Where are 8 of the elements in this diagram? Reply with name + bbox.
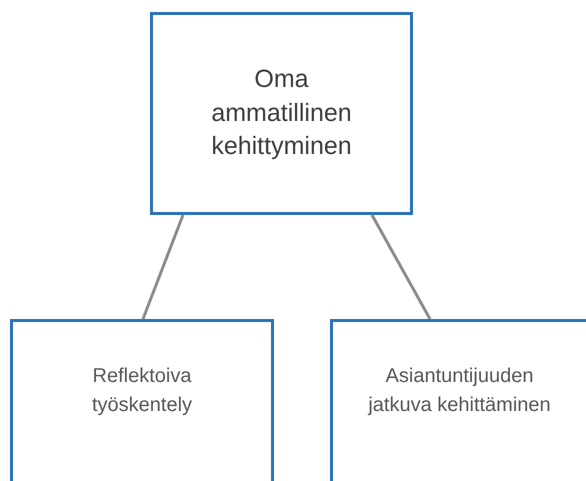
concept-box bbox=[150, 12, 413, 215]
box-label: Asiantuntijuuden jatkuva kehittäminen bbox=[366, 364, 552, 418]
box-label: Reflektoiva työskentely bbox=[90, 364, 194, 418]
connector-line bbox=[142, 214, 184, 320]
concept-box bbox=[330, 319, 586, 481]
box-label: Oma ammatillinen kehittyminen bbox=[210, 64, 353, 162]
connector-line bbox=[370, 214, 432, 320]
concept-box bbox=[10, 319, 274, 481]
